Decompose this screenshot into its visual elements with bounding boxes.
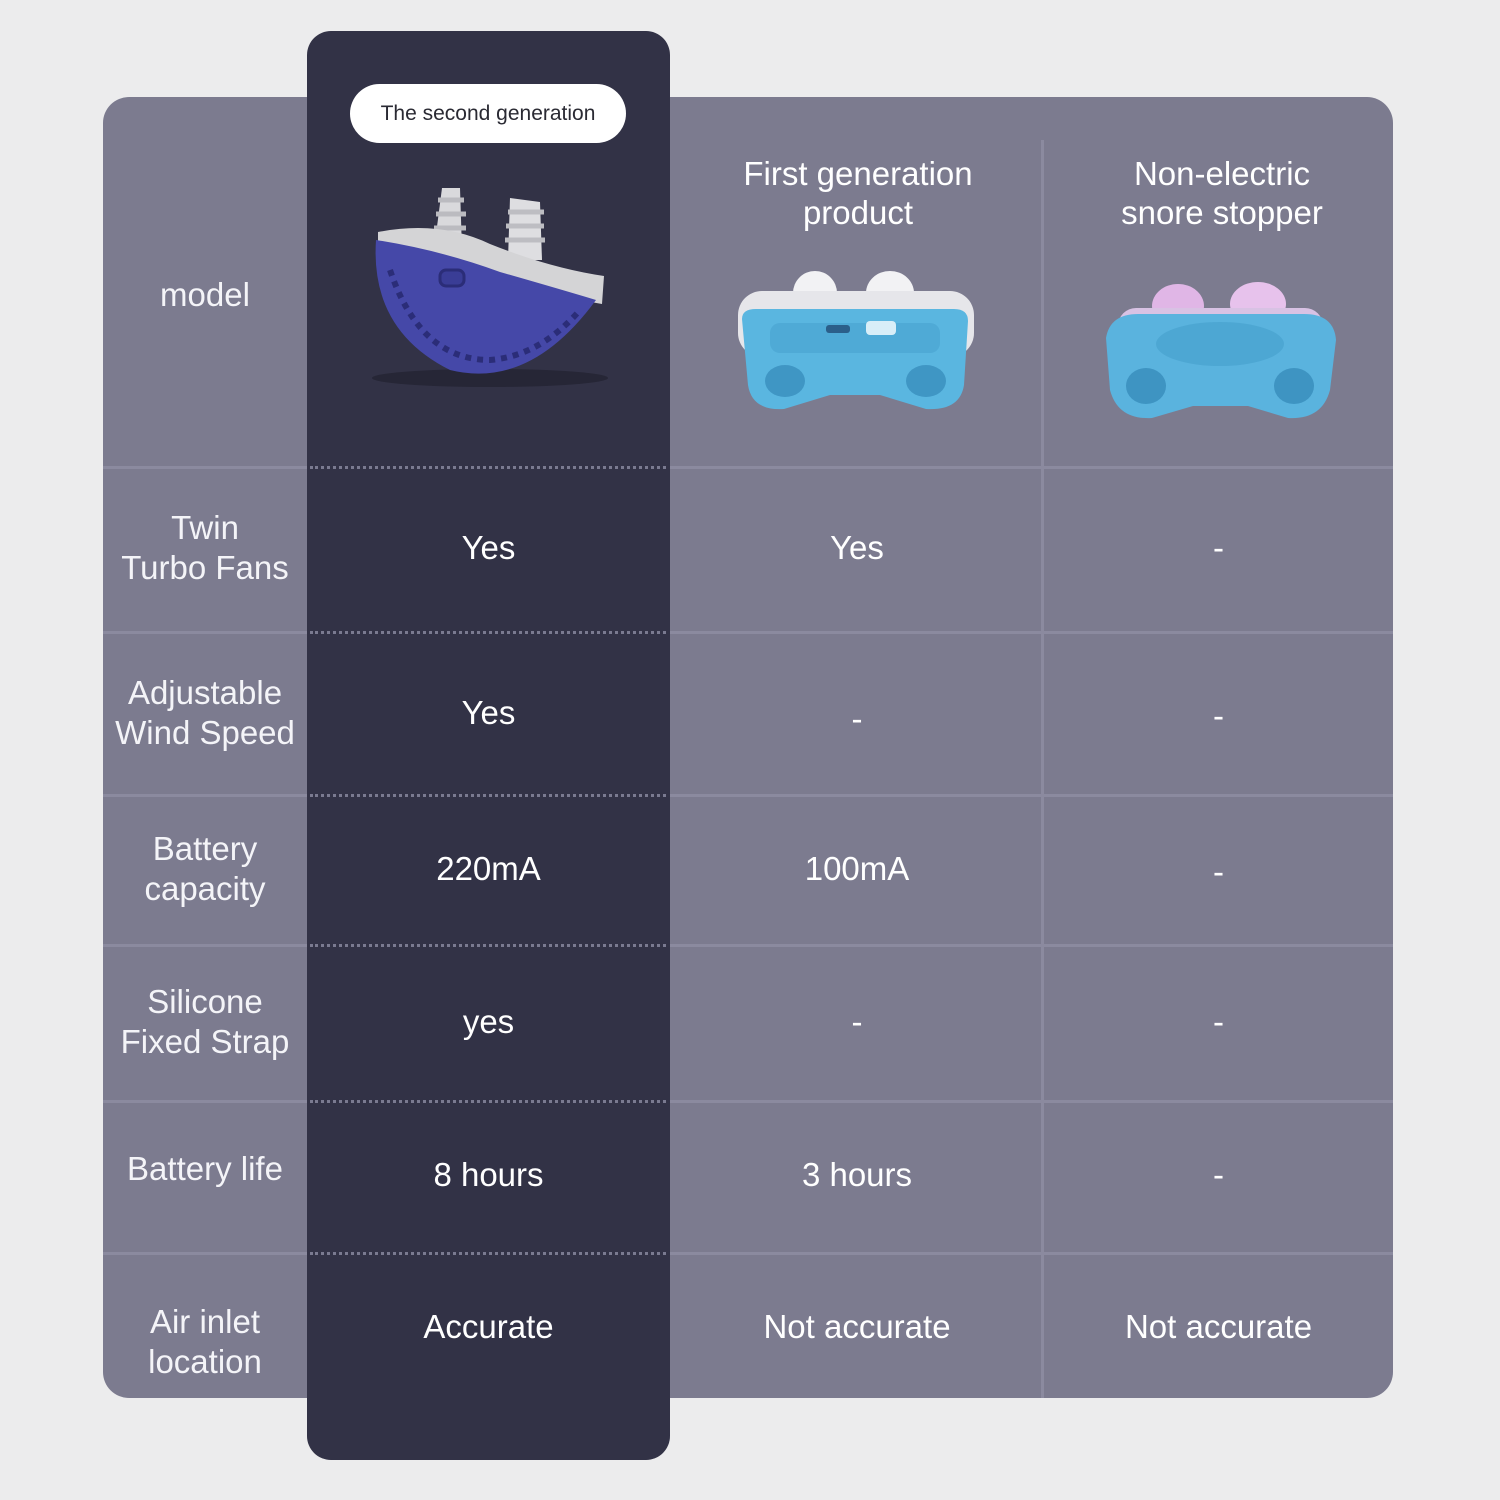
row-divider bbox=[310, 631, 666, 634]
cell-first-gen-battery-life: 3 hours bbox=[801, 1156, 913, 1193]
cell-non-electric-strap: - bbox=[1213, 1003, 1224, 1040]
row-divider bbox=[310, 1100, 666, 1103]
cell-second-gen-air-inlet: Accurate bbox=[423, 1308, 554, 1345]
row-divider bbox=[670, 466, 1393, 469]
cell-non-electric-battery-life: - bbox=[1213, 1156, 1224, 1193]
cell-non-electric-twin-turbo-fans: - bbox=[1213, 529, 1224, 566]
row-divider bbox=[670, 1252, 1393, 1255]
row-divider bbox=[103, 1252, 307, 1255]
row-label-battery-capacity: Battery capacity bbox=[144, 830, 266, 907]
row-label-adjustable-wind-speed: Adjustable Wind Speed bbox=[115, 674, 295, 751]
row-divider bbox=[310, 794, 666, 797]
first-generation-product-image bbox=[738, 271, 974, 410]
second-generation-product-image bbox=[372, 188, 608, 387]
cell-second-gen-strap: yes bbox=[462, 1003, 515, 1040]
row-divider bbox=[103, 1100, 307, 1103]
column-header-non-electric: Non-electric snore stopper bbox=[1121, 155, 1323, 231]
cell-second-gen-battery-life: 8 hours bbox=[433, 1156, 544, 1193]
cell-first-gen-battery-capacity: 100mA bbox=[804, 850, 910, 887]
cell-first-gen-wind-speed: - bbox=[851, 700, 863, 737]
cell-first-gen-air-inlet: Not accurate bbox=[763, 1308, 951, 1345]
cell-second-gen-wind-speed: Yes bbox=[461, 694, 516, 731]
row-divider bbox=[310, 466, 666, 469]
cell-first-gen-strap: - bbox=[851, 1003, 863, 1040]
cell-non-electric-wind-speed: - bbox=[1213, 697, 1224, 734]
non-electric-product-image bbox=[1106, 282, 1336, 419]
row-label-silicone-fixed-strap: Silicone Fixed Strap bbox=[120, 983, 290, 1060]
cell-second-gen-battery-capacity: 220mA bbox=[436, 850, 541, 887]
row-label-air-inlet-location: Air inlet location bbox=[148, 1303, 262, 1380]
row-label-model: model bbox=[160, 276, 250, 313]
row-divider bbox=[103, 794, 307, 797]
row-label-battery-life: Battery life bbox=[127, 1150, 283, 1187]
row-divider bbox=[670, 794, 1393, 797]
cell-first-gen-twin-turbo-fans: Yes bbox=[830, 529, 884, 566]
row-divider bbox=[103, 631, 307, 634]
row-divider bbox=[310, 944, 666, 947]
row-divider bbox=[670, 1100, 1393, 1103]
second-generation-badge: The second generation bbox=[350, 84, 626, 143]
row-divider bbox=[670, 631, 1393, 634]
row-divider bbox=[310, 1252, 666, 1255]
row-divider bbox=[103, 944, 307, 947]
column-divider bbox=[1041, 140, 1044, 1398]
cell-non-electric-battery-capacity: - bbox=[1213, 853, 1224, 890]
cell-second-gen-twin-turbo-fans: Yes bbox=[461, 529, 516, 566]
column-header-first-generation: First generation product bbox=[743, 155, 973, 231]
row-label-twin-turbo-fans: Twin Turbo Fans bbox=[121, 509, 289, 586]
cell-non-electric-air-inlet: Not accurate bbox=[1124, 1308, 1313, 1345]
row-divider bbox=[670, 944, 1393, 947]
row-divider bbox=[103, 466, 307, 469]
